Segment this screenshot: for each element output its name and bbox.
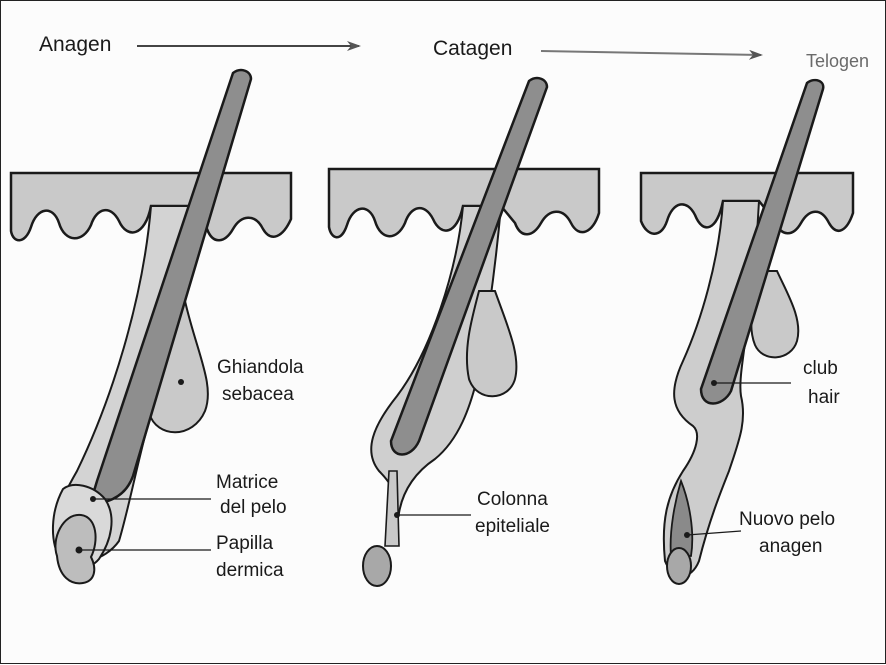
label-colonna-line1: Colonna xyxy=(477,487,548,513)
catagen-follicle xyxy=(329,78,599,586)
label-ghiandola-line2: sebacea xyxy=(222,382,294,408)
anagen-hair-shaft xyxy=(91,70,251,502)
label-club-line2: hair xyxy=(808,385,840,411)
catagen-epithelial-column xyxy=(385,471,399,546)
catagen-dermal-papilla xyxy=(363,546,391,586)
phase-telogen: Telogen xyxy=(806,48,869,74)
telogen-dermal-papilla xyxy=(667,548,691,584)
label-ghiandola-line1: Ghiandola xyxy=(217,355,304,381)
label-matrice-line1: Matrice xyxy=(216,470,278,496)
label-nuovo-line2: anagen xyxy=(759,534,822,560)
label-papilla-line2: dermica xyxy=(216,558,284,584)
phase-catagen: Catagen xyxy=(433,36,512,62)
label-club-line1: club xyxy=(803,356,838,382)
anagen-dermal-papilla xyxy=(55,515,95,583)
label-nuovo-line1: Nuovo pelo xyxy=(739,507,835,533)
arrow-catagen-to-telogen xyxy=(541,51,761,55)
label-matrice-line2: del pelo xyxy=(220,495,287,521)
phase-anagen: Anagen xyxy=(39,32,111,58)
catagen-sebaceous-gland xyxy=(467,291,517,396)
label-colonna-line2: epiteliale xyxy=(475,514,550,540)
label-papilla-line1: Papilla xyxy=(216,531,273,557)
